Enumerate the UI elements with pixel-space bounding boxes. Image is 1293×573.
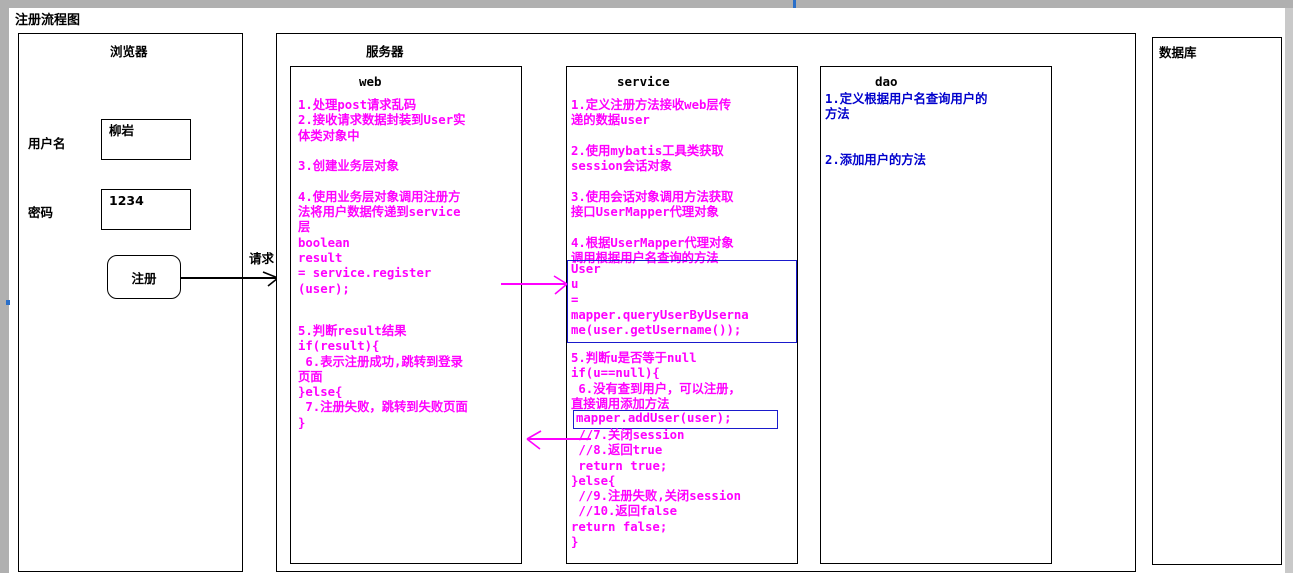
page-title: 注册流程图 [15, 13, 81, 28]
web-box-body-top: 1.处理post请求乱码 2.接收请求数据封装到User实 体类对象中 3.创建… [298, 98, 466, 296]
service-box-body-bottom-2: //7.关闭session //8.返回true return true; }e… [571, 428, 742, 550]
vertical-scroll-thumb[interactable] [6, 300, 10, 305]
service-box-body-top: 1.定义注册方法接收web层传 递的数据user 2.使用mybatis工具类获… [571, 98, 734, 265]
service-add-code: mapper.addUser(user); [576, 411, 732, 425]
browser-panel-heading: 浏览器 [110, 44, 148, 59]
dao-box-heading: dao [875, 74, 898, 89]
window-top-scrollbar[interactable] [0, 0, 1293, 8]
service-to-web-arrow-line [527, 438, 591, 440]
dao-box-body: 1.定义根据用户名查询用户的 方法 2.添加用户的方法 [825, 92, 988, 168]
web-to-service-arrow-line [501, 283, 565, 285]
web-box-body-bottom: 5.判断result结果 if(result){ 6.表示注册成功,跳转到登录 … [298, 324, 468, 430]
password-input[interactable]: 1234 [101, 189, 191, 230]
window-left-scrollbar[interactable] [0, 8, 10, 573]
service-to-web-arrow-head [526, 430, 542, 450]
dao-box [820, 66, 1052, 564]
database-panel [1152, 37, 1282, 565]
service-box-heading: service [617, 74, 670, 89]
web-to-service-arrow-head [553, 275, 568, 295]
password-label: 密码 [28, 205, 54, 220]
browser-panel [18, 33, 243, 572]
username-input[interactable]: 柳岩 [101, 119, 191, 160]
username-label: 用户名 [28, 136, 66, 151]
database-panel-heading: 数据库 [1159, 45, 1197, 60]
request-arrow-label: 请求 [249, 251, 275, 266]
service-box [566, 66, 798, 564]
web-box-heading: web [359, 74, 382, 89]
window-right-edge [1285, 8, 1293, 573]
horizontal-scroll-thumb[interactable] [793, 0, 796, 8]
service-box-body-bottom-1: 5.判断u是否等于null if(u==null){ 6.没有查到用户，可以注册… [571, 351, 741, 411]
request-arrow-line [181, 277, 278, 279]
web-box [290, 66, 522, 564]
register-button[interactable]: 注册 [107, 255, 181, 299]
server-panel-heading: 服务器 [366, 44, 404, 59]
service-query-code: User u = mapper.queryUserByUserna me(use… [571, 262, 749, 338]
